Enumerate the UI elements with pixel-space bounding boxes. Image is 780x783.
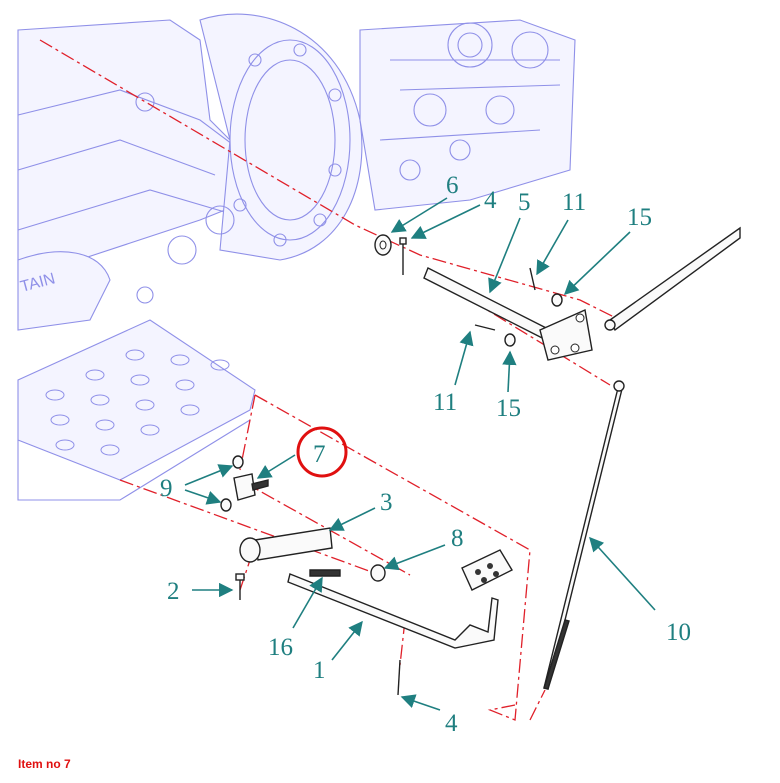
callout-7: 7 — [313, 441, 326, 468]
engine-assembly: TAIN — [17, 13, 576, 331]
callout-3: 3 — [380, 489, 393, 516]
callout-9: 9 — [160, 475, 173, 502]
upper-linkage-rod — [609, 226, 741, 332]
callout-1: 1 — [313, 657, 326, 684]
callout-16: 16 — [268, 634, 293, 661]
footboard-platform — [17, 319, 256, 501]
callout-5: 5 — [518, 189, 531, 216]
part-10-rod — [543, 380, 625, 690]
callout-15-lower: 15 — [496, 395, 521, 422]
part-15-washer-lower — [504, 333, 516, 347]
part-3-link — [254, 527, 333, 561]
caption-item-label: Item no 7 — [18, 757, 71, 771]
callout-2: 2 — [167, 578, 180, 605]
highlight-circle-item-7 — [296, 426, 348, 478]
part-9-nut-lower — [220, 498, 232, 512]
callout-4-upper: 4 — [484, 187, 497, 214]
part-16-spring — [309, 569, 341, 577]
exploded-parts-diagram: TAIN — [17, 13, 741, 737]
callout-4-lower: 4 — [445, 710, 458, 737]
part-4-pin-lower — [397, 659, 401, 696]
leader-lines — [184, 197, 656, 711]
part-11-cotter-lower — [474, 324, 496, 331]
callout-8: 8 — [451, 525, 464, 552]
parts — [220, 226, 741, 696]
callout-15-upper: 15 — [627, 204, 652, 231]
callout-11-lower: 11 — [433, 389, 457, 416]
callout-6: 6 — [446, 172, 459, 199]
part-11-cotter-upper — [529, 267, 536, 291]
callout-10: 10 — [666, 619, 691, 646]
part-1-pedal — [287, 549, 513, 649]
part-15-washer-upper — [551, 293, 563, 307]
part-9-nut-upper — [232, 455, 244, 469]
callout-labels: 6 4 5 11 15 11 15 7 9 3 8 2 16 1 4 10 — [160, 172, 691, 737]
callout-11-upper: 11 — [562, 189, 586, 216]
part-8-nut — [370, 564, 386, 582]
part-7-bracket — [233, 473, 256, 501]
part-5-shaft — [423, 267, 593, 361]
